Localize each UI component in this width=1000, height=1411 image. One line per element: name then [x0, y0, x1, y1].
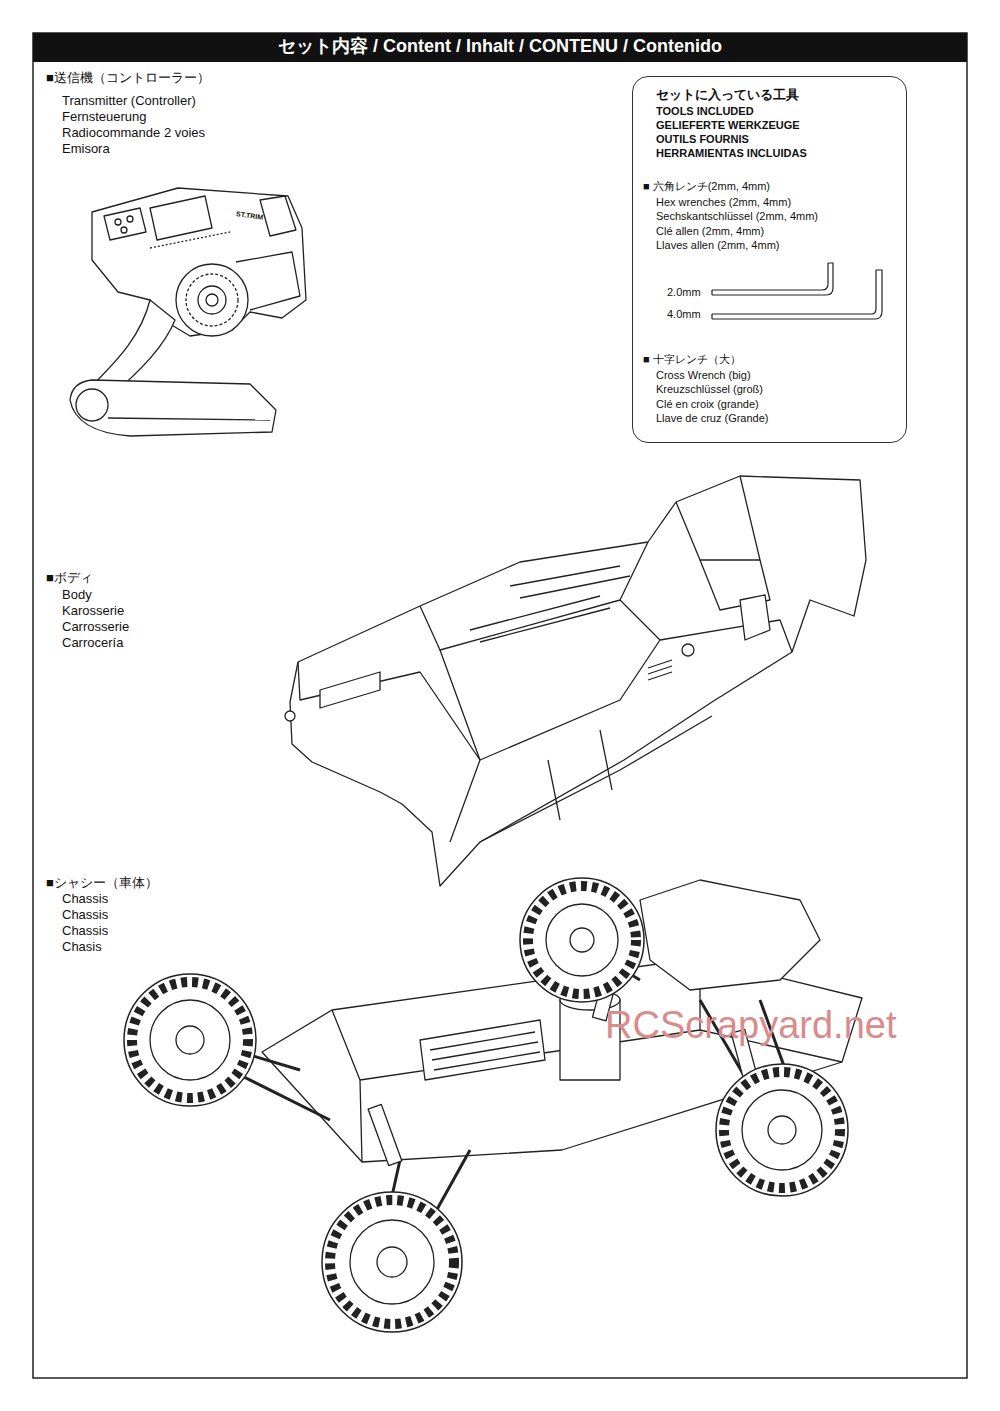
page-frame: [33, 33, 967, 1378]
tools-heading: セットに入っている工具: [656, 88, 799, 103]
section-label: Fernsteuerung: [62, 110, 147, 125]
section-label: Transmitter (Controller): [62, 94, 196, 109]
section-label: Radiocommande 2 voies: [62, 126, 205, 141]
section-label: Chassis: [62, 924, 108, 939]
tools-heading: HERRAMIENTAS INCLUIDAS: [656, 147, 807, 160]
tool-name: Kreuzschlüssel (groß): [656, 383, 763, 396]
section-heading: ■ボディ: [46, 571, 93, 586]
tool-name: Clé allen (2mm, 4mm): [656, 225, 764, 238]
watermark: RCScrapyard.net: [605, 1004, 896, 1048]
title-band: [33, 33, 967, 62]
section-label: Emisora: [62, 142, 110, 157]
tool-name: ■ 十字レンチ（大）: [643, 353, 741, 366]
section-label: Chassis: [62, 892, 108, 907]
section-label: Chasis: [62, 940, 102, 955]
section-heading: ■シャシー（車体）: [46, 876, 158, 891]
transmitter-drawing: [70, 188, 306, 436]
section-label: Karosserie: [62, 604, 124, 619]
section-label: Body: [62, 588, 92, 603]
dimension-label: 2.0mm: [667, 286, 701, 299]
section-label: Carrosserie: [62, 620, 129, 635]
tool-name: ■ 六角レンチ(2mm, 4mm): [643, 180, 770, 193]
tool-name: Cross Wrench (big): [656, 369, 751, 382]
tool-name: Hex wrenches (2mm, 4mm): [656, 196, 791, 209]
trim-marking: ST.TRIM: [236, 210, 264, 222]
tools-heading: OUTILS FOURNIS: [656, 133, 749, 146]
tool-name: Sechskantschlüssel (2mm, 4mm): [656, 210, 818, 223]
tools-heading: TOOLS INCLUDED: [656, 105, 754, 118]
body-shell-drawing: [285, 476, 866, 886]
dimension-label: 4.0mm: [667, 308, 701, 321]
tools-heading: GELIEFERTE WERKZEUGE: [656, 119, 800, 132]
tool-name: Llave de cruz (Grande): [656, 412, 769, 425]
tools-box: セットに入っている工具 TOOLS INCLUDEDGELIEFERTE WERK…: [632, 76, 907, 443]
section-label: Chassis: [62, 908, 108, 923]
hex-wrench-drawing: [712, 263, 882, 319]
section-heading: ■送信機（コントローラー）: [46, 71, 210, 86]
tool-name: Llaves allen (2mm, 4mm): [656, 239, 779, 252]
page-title: セット内容 / Content / Inhalt / CONTENU / Con…: [33, 36, 967, 57]
tool-name: Clé en croix (grande): [656, 398, 759, 411]
section-label: Carrocería: [62, 636, 123, 651]
chassis-drawing: [124, 878, 862, 1332]
